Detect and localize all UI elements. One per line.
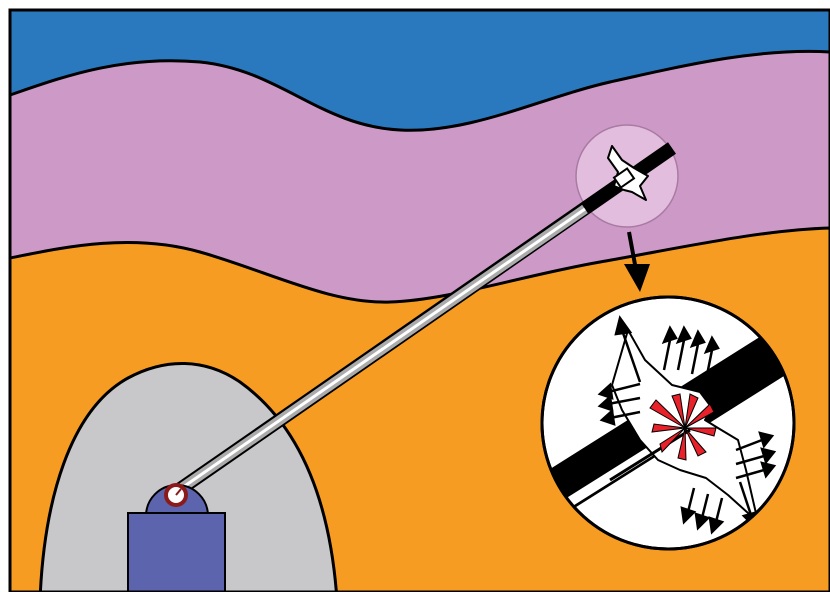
drill-pipe-icon — [172, 142, 676, 498]
diagram-frame — [8, 8, 830, 592]
pressure-arrows — [649, 393, 717, 461]
outward-arrows — [597, 315, 777, 535]
magnified-fracture-inset — [540, 295, 796, 551]
down-arrow-icon — [624, 231, 650, 292]
pump-unit-icon — [127, 483, 226, 592]
